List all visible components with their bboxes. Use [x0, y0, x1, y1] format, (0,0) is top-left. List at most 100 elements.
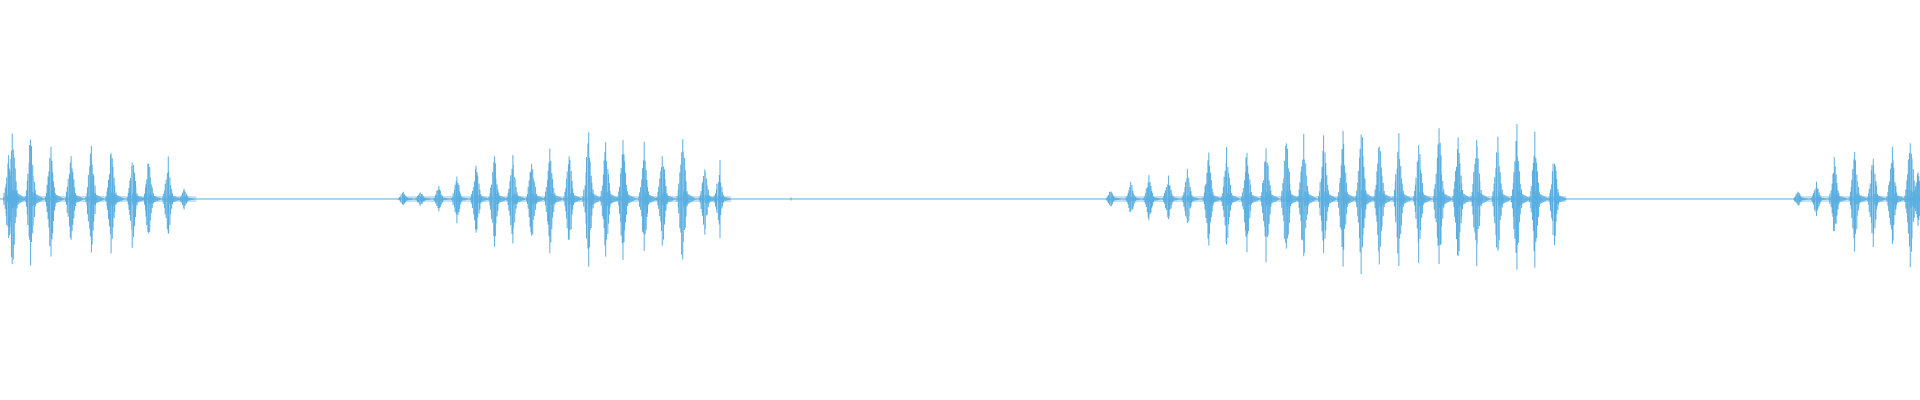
waveform-tail [1286, 191, 1301, 207]
waveform-tail [1497, 190, 1512, 208]
waveform-tail [1535, 190, 1550, 208]
waveform-spike [1452, 137, 1473, 257]
waveform-tail [1798, 197, 1813, 201]
waveform-tail [1226, 192, 1241, 206]
waveform-spike [1318, 135, 1338, 254]
waveform-burst-4 [1792, 143, 1920, 268]
waveform-tail [662, 193, 677, 205]
waveform-tail [403, 197, 418, 201]
waveform-spike [1886, 146, 1907, 244]
waveform-spike [638, 141, 659, 252]
waveform-spike [126, 162, 147, 248]
waveform-spike [676, 139, 697, 260]
waveform-tail [12, 189, 27, 209]
waveform-tail [91, 192, 106, 206]
waveform-spike [1181, 168, 1202, 223]
waveform-spike [1792, 191, 1813, 206]
waveform-tail [704, 194, 719, 204]
waveform-spike [451, 176, 471, 224]
waveform-tail [1266, 191, 1281, 207]
waveform-tail [1149, 196, 1164, 202]
waveform-spike [1392, 133, 1413, 266]
waveform-spike [85, 146, 106, 253]
waveform-spike [44, 146, 65, 257]
waveform-tail [512, 193, 527, 205]
waveform-spike [488, 156, 509, 247]
waveform-spike [1529, 131, 1550, 268]
waveform-spike [65, 156, 86, 240]
waveform-spike [24, 139, 45, 266]
waveform-tail [623, 191, 638, 207]
waveform-tail [438, 197, 453, 201]
waveform-tail [1554, 193, 1569, 205]
waveform-tail [569, 192, 584, 206]
waveform-spike [616, 140, 638, 260]
waveform-tail [588, 190, 603, 208]
waveform-spike [1548, 163, 1569, 246]
waveform-spike [506, 154, 527, 244]
waveform-spike [525, 163, 546, 236]
waveform-spike [1162, 175, 1183, 220]
waveform-tail [605, 191, 620, 207]
waveform-spike [1240, 152, 1262, 253]
waveform-spike [142, 163, 163, 234]
waveform-tail [1110, 197, 1125, 201]
waveform-spike [582, 132, 603, 267]
waveform-tail [420, 197, 435, 201]
waveform-spike [105, 153, 126, 254]
waveform-spike [1810, 181, 1831, 217]
waveform-tail [531, 193, 546, 205]
waveform-spike [1412, 145, 1433, 263]
waveform-spike [1848, 151, 1869, 252]
waveform-tail [1323, 191, 1338, 207]
waveform-tail [1247, 192, 1262, 206]
waveform-spike [1337, 130, 1358, 267]
waveform-tail [494, 193, 509, 205]
waveform-spike [1470, 139, 1491, 266]
waveform-spike [1202, 152, 1223, 246]
waveform-tail [1892, 192, 1907, 206]
waveform-tail [1872, 193, 1887, 205]
waveform-tail [168, 193, 182, 205]
waveform-tail [71, 192, 86, 206]
waveform-spike [433, 185, 453, 212]
waveform-tail [550, 192, 565, 206]
waveform-spike [600, 142, 620, 257]
waveform-spike [470, 165, 491, 233]
waveform-tail [1379, 190, 1394, 208]
waveform-spike [1828, 156, 1849, 232]
waveform-spike [713, 175, 734, 225]
waveform-spike [1433, 128, 1454, 265]
waveform-burst-1 [3, 133, 199, 266]
waveform-spike [1220, 147, 1241, 245]
waveform-tail [111, 192, 126, 206]
waveform-tail [1458, 190, 1473, 208]
waveform-tail [1130, 196, 1145, 202]
waveform-tail [682, 190, 697, 208]
waveform-tail [1439, 190, 1454, 208]
waveform-spike [544, 148, 565, 254]
waveform-tail [148, 193, 163, 205]
waveform-spike [1510, 123, 1531, 270]
waveform-tail [456, 196, 471, 202]
waveform-tail [1187, 195, 1202, 203]
waveform-spike [178, 188, 199, 210]
waveform-spike [397, 191, 418, 205]
waveform-tail [1398, 190, 1413, 208]
waveform-spike [656, 156, 677, 246]
waveform-tail [1208, 193, 1223, 205]
waveform-spike [698, 169, 719, 235]
waveform-spike [6, 133, 27, 265]
waveform-spike [1373, 146, 1394, 265]
waveform-burst-3 [1105, 123, 1569, 275]
waveform-burst-2 [397, 132, 734, 267]
waveform-spike [1280, 143, 1301, 249]
waveform-spike [414, 192, 435, 206]
waveform-spike [1105, 191, 1125, 207]
waveform-spike [162, 156, 182, 234]
waveform-tail [132, 193, 147, 205]
waveform-tail [476, 194, 491, 204]
waveform-tail [1516, 190, 1531, 208]
waveform-spike [563, 156, 584, 240]
